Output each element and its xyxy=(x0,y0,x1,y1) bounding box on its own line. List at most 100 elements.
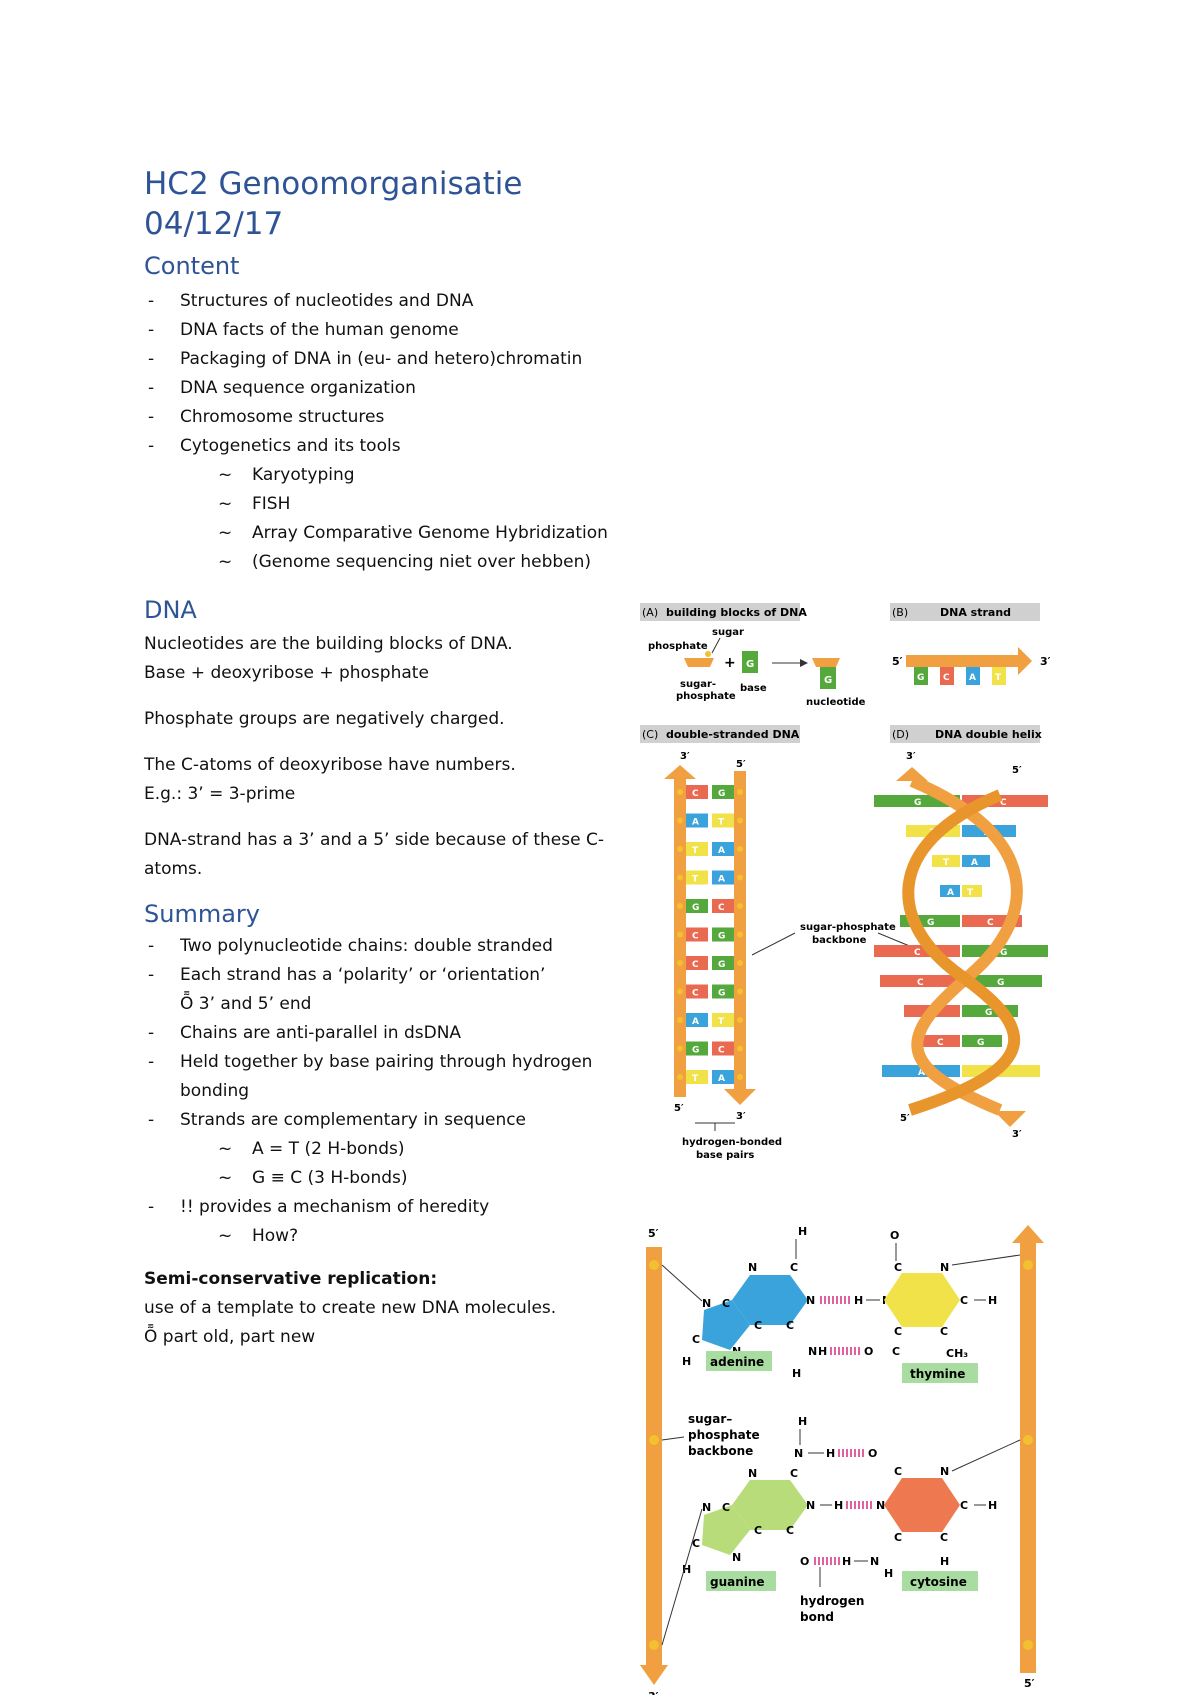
helix-base-G xyxy=(962,1035,1002,1047)
helix-top-arrow xyxy=(896,767,928,781)
svg-text:N: N xyxy=(940,1261,949,1274)
cytosine-label: cytosine xyxy=(910,1575,967,1589)
svg-text:H: H xyxy=(682,1563,691,1576)
phosphate-dot xyxy=(677,874,683,881)
svg-text:C: C xyxy=(894,1325,902,1338)
semi-conservative-paragraph: Semi-conservative replication: use of a … xyxy=(144,1269,557,1347)
adenine-ring xyxy=(732,1275,808,1325)
svg-text:C: C xyxy=(790,1467,798,1480)
svg-text:H: H xyxy=(940,1555,949,1568)
hbonded-label: hydrogen-bonded xyxy=(682,1137,782,1148)
ladder-base-letter: G xyxy=(692,1046,699,1056)
thymine-ring xyxy=(884,1273,960,1327)
list-item: -Cytogenetics and its tools xyxy=(148,436,401,456)
ladder-base-G xyxy=(712,956,734,970)
svg-text:C: C xyxy=(786,1319,794,1332)
ladder-base-letter: A xyxy=(692,1017,699,1027)
list-item: -Strands are complementary in sequence xyxy=(148,1110,527,1130)
list-item: -Held together by base pairing through h… xyxy=(148,1052,593,1072)
ladder-base-G xyxy=(712,984,734,999)
ladder-base-G xyxy=(686,1041,708,1056)
ladder-base-A xyxy=(686,813,708,828)
helix-base-letter: A xyxy=(947,888,954,898)
helix-base-letter: C xyxy=(914,948,921,958)
strand-base-T xyxy=(992,667,1006,685)
svg-text:C: C xyxy=(960,1499,968,1512)
guanine-ring xyxy=(732,1480,808,1530)
phosphate-dot xyxy=(705,651,711,657)
backbone-label: sugar-phosphate xyxy=(800,922,896,933)
phosphate-dot xyxy=(737,789,743,795)
ladder-base-C xyxy=(712,899,734,913)
svg-text:C: C xyxy=(960,1294,968,1307)
ladder-base-C xyxy=(686,956,708,970)
strand-base-letter: G xyxy=(917,673,924,683)
svg-text:5′: 5′ xyxy=(892,655,903,668)
svg-text:3′: 3′ xyxy=(680,751,690,762)
ladder-base-letter: G xyxy=(718,932,725,942)
backbone-label: sugar– xyxy=(688,1412,732,1426)
ladder-base-letter: T xyxy=(718,818,725,828)
adenine-label-box xyxy=(706,1351,772,1371)
ladder-base-C xyxy=(686,927,708,942)
svg-text:O: O xyxy=(890,1229,899,1242)
helix-base-letter: G xyxy=(1000,948,1007,958)
panel-c-title: double-stranded DNA xyxy=(666,728,800,741)
page-date: 04/12/17 xyxy=(144,206,284,242)
list-item: -Chains are anti-parallel in dsDNA xyxy=(148,1023,462,1043)
base-g-block xyxy=(742,651,758,673)
ladder-base-letter: T xyxy=(692,846,699,856)
phosphate-dot xyxy=(677,817,683,824)
svg-text:N: N xyxy=(876,1499,885,1512)
svg-text:H: H xyxy=(988,1294,997,1307)
svg-text:+: + xyxy=(724,655,736,671)
helix-base-letter: G xyxy=(914,798,921,808)
svg-text:H: H xyxy=(826,1447,835,1460)
svg-text:O: O xyxy=(800,1555,809,1568)
ladder-base-letter: C xyxy=(692,960,699,970)
ladder-base-letter: C xyxy=(692,932,699,942)
svg-text:H: H xyxy=(834,1499,843,1512)
svg-text:H: H xyxy=(842,1555,851,1568)
svg-text:C: C xyxy=(692,1537,700,1550)
svg-text:O: O xyxy=(864,1345,873,1358)
helix-bottom-arrow xyxy=(994,1111,1026,1127)
phosphate-dot xyxy=(737,931,743,938)
ladder-base-A xyxy=(712,842,734,856)
ladder-base-G xyxy=(712,785,734,799)
summary-heading: Summary xyxy=(144,900,260,928)
strand-base-letter: A xyxy=(969,673,976,683)
adenine-label: adenine xyxy=(710,1355,764,1369)
ladder-base-letter: G xyxy=(718,789,725,799)
semi-conservative-heading: Semi-conservative replication: xyxy=(144,1269,438,1289)
phosphate-dot xyxy=(677,931,683,938)
svg-text:N: N xyxy=(702,1501,711,1514)
svg-text:C: C xyxy=(940,1531,948,1544)
helix-base-letter: C xyxy=(1000,798,1007,808)
svg-text:N: N xyxy=(702,1297,711,1310)
svg-text:3′: 3′ xyxy=(736,1111,746,1122)
sugar-phosphate-unit xyxy=(684,658,714,667)
svg-text:N: N xyxy=(870,1555,879,1568)
svg-text:3′: 3′ xyxy=(648,1690,659,1695)
svg-text:H: H xyxy=(798,1225,807,1238)
panel-a-label: (A) xyxy=(642,606,658,619)
helix-base-letter: G xyxy=(997,978,1004,988)
list-item-continuation: Ȭ 3’ and 5’ end xyxy=(180,994,312,1014)
nucleotide-label: nucleotide xyxy=(806,697,866,708)
page-title: HC2 Genoomorganisatie xyxy=(144,166,523,202)
phosphate-dot xyxy=(737,960,743,966)
svg-text:backbone: backbone xyxy=(812,935,867,946)
phosphate-dot xyxy=(737,1074,743,1080)
list-item: -Each strand has a ‘polarity’ or ‘orient… xyxy=(148,965,546,985)
svg-text:C: C xyxy=(892,1345,900,1358)
ladder-base-C xyxy=(712,1041,734,1056)
svg-text:C: C xyxy=(722,1501,730,1514)
svg-text:C: C xyxy=(894,1261,902,1274)
dna-paragraph-2: Phosphate groups are negatively charged. xyxy=(144,709,505,729)
hydrogen-bond-label: hydrogen xyxy=(800,1594,864,1608)
phosphate-dot xyxy=(677,988,683,995)
svg-text:5′: 5′ xyxy=(648,1227,659,1240)
helix-base-letter: A xyxy=(918,1068,925,1078)
